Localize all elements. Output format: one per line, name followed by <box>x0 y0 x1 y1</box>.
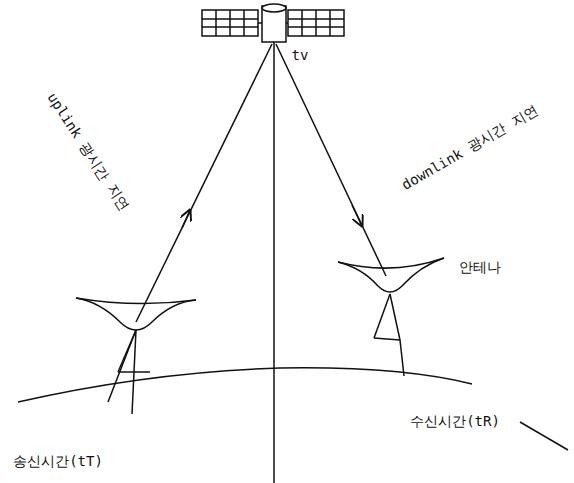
antenna-label: 안테나 <box>459 260 501 275</box>
transmit-time-label: 송신시간(tT) <box>13 454 103 469</box>
satellite-label: tv <box>292 48 309 63</box>
uplink-label: uplink 광시간 지연 <box>44 90 132 214</box>
downlink-label: downlink 광시간 지연 <box>399 103 540 193</box>
receive-time-label: 수신시간(tR) <box>410 414 500 429</box>
